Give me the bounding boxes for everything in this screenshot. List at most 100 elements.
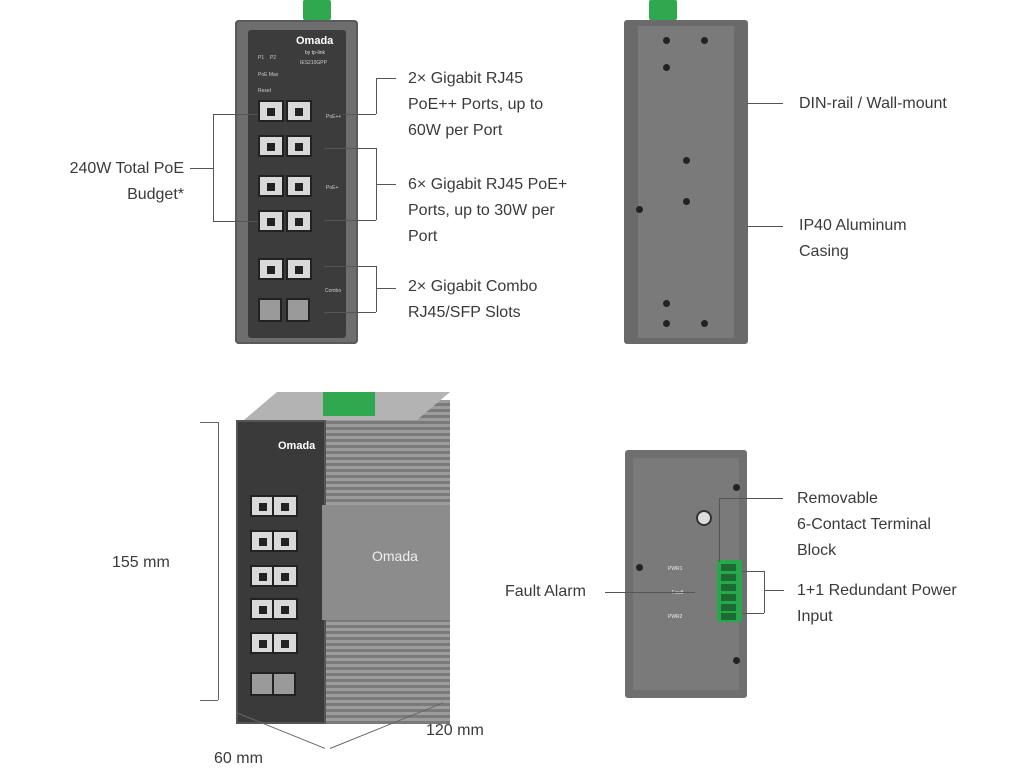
- terminal-block: [717, 560, 742, 622]
- side-label-panel: [322, 505, 450, 620]
- rj45-port: [286, 210, 312, 232]
- callout-line: [190, 168, 213, 169]
- screw-icon: [663, 37, 670, 44]
- terminal-pin: [721, 574, 736, 581]
- brand-logo: Omada: [296, 35, 334, 47]
- rj45-port: [272, 495, 298, 517]
- callout-line: [376, 78, 396, 79]
- bracket-line: [324, 148, 376, 149]
- terminal-pin: [721, 594, 736, 601]
- bracket-line: [764, 571, 765, 613]
- bracket-line: [324, 266, 376, 267]
- screw-icon: [733, 484, 740, 491]
- dimension-width: 60 mm: [214, 750, 263, 767]
- callout-total-poe: 240W Total PoE Budget*: [69, 160, 184, 203]
- combo-label: Combo: [325, 288, 342, 294]
- rj45-port: [250, 598, 276, 620]
- bracket-line: [213, 221, 258, 222]
- pwr2-label: PWR2: [668, 614, 683, 620]
- bracket-line: [376, 266, 377, 312]
- terminal-pin: [721, 564, 736, 571]
- bracket-line: [742, 613, 764, 614]
- bracket-line: [213, 114, 258, 115]
- callout-line: [343, 114, 376, 115]
- screw-icon: [683, 157, 690, 164]
- terminal-pin: [721, 604, 736, 611]
- dimension-tick: [200, 422, 218, 423]
- switch-back-view: [624, 20, 748, 344]
- dimension-line-height: [218, 422, 219, 700]
- rj45-port: [258, 258, 284, 280]
- bracket-line: [324, 312, 376, 313]
- pwr1-label: PWR1: [668, 566, 683, 572]
- callout-line: [764, 590, 784, 591]
- callout-line: [376, 78, 377, 114]
- rj45-port: [286, 135, 312, 157]
- rj45-port: [272, 598, 298, 620]
- screw-icon: [733, 657, 740, 664]
- callout-line: [719, 498, 720, 562]
- rj45-port: [272, 632, 298, 654]
- callout-fault-alarm: Fault Alarm: [505, 583, 586, 600]
- back-panel: [638, 26, 734, 338]
- rj45-port: [258, 135, 284, 157]
- rj45-port: [250, 632, 276, 654]
- rj45-port: [272, 565, 298, 587]
- screw-icon: [701, 37, 708, 44]
- rj45-port: [286, 175, 312, 197]
- bracket-line: [742, 571, 764, 572]
- screw-icon: [636, 206, 643, 213]
- sfp-slot: [286, 298, 310, 322]
- rj45-port: [286, 100, 312, 122]
- sfp-slot: [250, 672, 274, 696]
- terminal-pin: [721, 613, 736, 620]
- bracket-line: [213, 114, 214, 221]
- callout-line: [747, 103, 783, 104]
- rj45-port: [286, 258, 312, 280]
- callout-din-rail: DIN-rail / Wall-mount: [799, 95, 947, 112]
- brand-sub: by tp-link: [305, 50, 326, 56]
- ground-screw-icon: [696, 510, 712, 526]
- callout-line: [376, 184, 396, 185]
- led-p1: P1: [258, 55, 265, 61]
- reset-label: Reset: [258, 88, 272, 94]
- sfp-slot: [272, 672, 296, 696]
- led-p2: P2: [270, 55, 277, 61]
- callout-line: [605, 592, 695, 593]
- dimension-depth: 120 mm: [426, 722, 484, 739]
- model-label: IES210GPP: [300, 60, 327, 66]
- terminal-block-top: [303, 0, 331, 20]
- side-brand-logo: Omada: [372, 548, 418, 564]
- screw-icon: [663, 64, 670, 71]
- callout-redundant-power: 1+1 Redundant Power Input: [797, 582, 957, 625]
- callout-poep-ports: 6× Gigabit RJ45 PoE+ Ports, up to 30W pe…: [408, 176, 568, 245]
- dimension-tick: [200, 700, 218, 701]
- fault-label: Fault: [672, 590, 684, 596]
- poe-plus-label: PoE+: [326, 185, 339, 191]
- poe-plus-plus-label: PoE++: [326, 114, 342, 120]
- bracket-line: [324, 220, 376, 221]
- led-poe-max: PoE Max: [258, 72, 279, 78]
- dimension-height: 155 mm: [112, 554, 170, 571]
- screw-icon: [663, 320, 670, 327]
- terminal-block-top: [649, 0, 677, 20]
- callout-line: [747, 226, 783, 227]
- rj45-port: [272, 530, 298, 552]
- screw-icon: [683, 198, 690, 205]
- callout-combo-slots: 2× Gigabit Combo RJ45/SFP Slots: [408, 278, 538, 321]
- terminal-block-3d: [323, 392, 375, 416]
- rj45-port: [258, 210, 284, 232]
- screw-icon: [663, 300, 670, 307]
- callout-terminal-block: Removable 6-Contact Terminal Block: [797, 490, 931, 559]
- callout-line: [719, 498, 783, 499]
- rj45-port: [258, 100, 284, 122]
- rj45-port: [258, 175, 284, 197]
- brand-logo-3d: Omada: [278, 440, 316, 452]
- terminal-pin: [721, 584, 736, 591]
- callout-ip40: IP40 Aluminum Casing: [799, 217, 907, 260]
- callout-poepp-ports: 2× Gigabit RJ45 PoE++ Ports, up to 60W p…: [408, 70, 544, 139]
- screw-icon: [636, 564, 643, 571]
- callout-line: [376, 288, 396, 289]
- screw-icon: [701, 320, 708, 327]
- sfp-slot: [258, 298, 282, 322]
